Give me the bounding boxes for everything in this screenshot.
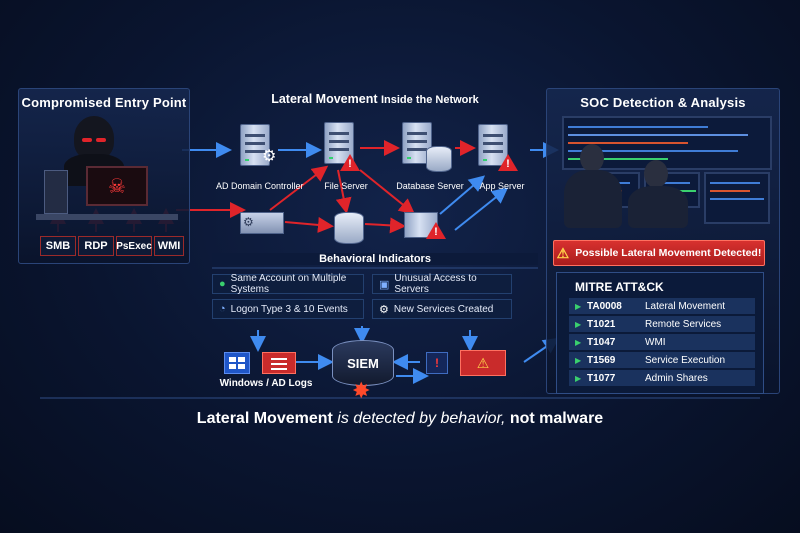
arrow-icon: ▶ <box>575 337 582 347</box>
skull-icon: ☠ <box>108 175 126 198</box>
tower-pc-icon <box>44 170 68 214</box>
mitre-row: ▶ T1077 Admin Shares <box>569 370 755 386</box>
alert-text: Possible Lateral Movement Detected! <box>575 247 762 259</box>
mitre-row: ▶ TA0008 Lateral Movement <box>569 298 755 314</box>
gear-icon: ⚙ <box>379 303 389 316</box>
workstation-icon: ⚙ <box>240 212 284 234</box>
arrow-icon: ▶ <box>575 355 582 365</box>
indicator-label: New Services Created <box>393 303 494 315</box>
attacker-monitor-icon: ☠ <box>86 166 148 206</box>
mitre-id: T1569 <box>587 354 616 366</box>
mitre-name: Admin Shares <box>645 372 708 384</box>
ad-gear-icon: ⚙ <box>262 148 277 165</box>
log-list-icon <box>262 352 296 374</box>
mitre-id: T1077 <box>587 372 616 384</box>
protocol-badge-psexec: PsExec <box>116 236 152 256</box>
warning-triangle-icon: ⚠ <box>476 354 490 371</box>
access-icon: ▣ <box>379 278 390 291</box>
indicator-label: Logon Type 3 & 10 Events <box>230 303 348 315</box>
alert-warning-box: ⚠ <box>460 350 506 376</box>
indicator-label: Unusual Access to Servers <box>394 273 477 295</box>
mitre-title: MITRE ATT&CK <box>575 280 664 294</box>
siem-database-icon: SIEM <box>332 340 394 386</box>
alert-small-box: ! <box>426 352 448 374</box>
arrow-icon: ▶ <box>575 319 582 329</box>
mitre-name: Remote Services <box>645 318 722 330</box>
entry-point-title: Compromised Entry Point <box>21 95 187 110</box>
protocol-badge-wmi: WMI <box>154 236 184 256</box>
mitre-row: ▶ T1021 Remote Services <box>569 316 755 332</box>
soc-title: SOC Detection & Analysis <box>580 95 746 110</box>
database-icon <box>426 146 452 172</box>
footer-part2: is detected by behavior, <box>332 410 510 427</box>
indicator-same-account: ● Same Account on Multiple Systems <box>212 273 364 295</box>
indicator-logon-type: ◔ Logon Type 3 & 10 Events <box>212 299 364 319</box>
mitre-row: ▶ T1569 Service Execution <box>569 352 755 368</box>
analyst-2-head <box>644 160 668 188</box>
protocol-badge-rdp: RDP <box>78 236 114 256</box>
siem-label: SIEM <box>347 355 379 371</box>
mitre-name: Service Execution <box>645 354 726 366</box>
burst-icon: ✸ <box>352 378 371 403</box>
indicator-label: Same Account on Multiple Systems <box>230 273 347 295</box>
mitre-id: T1021 <box>587 318 616 330</box>
workstation-gear-icon: ⚙ <box>243 215 254 229</box>
ad-server-icon <box>240 124 270 166</box>
indicator-unusual-access: ▣ Unusual Access to Servers <box>372 273 512 295</box>
lower-server-warning-icon: ! <box>426 222 446 239</box>
file-server-label: File Server <box>324 181 368 191</box>
mitre-name: Lateral Movement <box>645 300 726 312</box>
mitre-row: ▶ T1047 WMI <box>569 334 755 350</box>
alert-warning-icon: ⚠ <box>556 244 570 261</box>
footer-tagline: Lateral Movement is detected by behavior… <box>0 410 800 428</box>
mitre-id: T1047 <box>587 336 616 348</box>
file-server-warning-icon: ! <box>340 154 360 171</box>
arrow-icon: ▶ <box>575 373 582 383</box>
analyst-2-body <box>628 186 688 228</box>
logs-label: Windows / AD Logs <box>219 378 313 389</box>
user-icon: ● <box>219 278 226 290</box>
protocol-badge-smb: SMB <box>40 236 76 256</box>
lateral-title: Lateral Movement Inside the Network <box>212 92 538 106</box>
footer-part3: not malware <box>509 410 604 427</box>
db-server-label: Database Server <box>396 181 464 191</box>
windows-icon <box>224 352 250 374</box>
indicator-new-services: ⚙ New Services Created <box>372 299 512 319</box>
mitre-panel: MITRE ATT&CK ▶ TA0008 Lateral Movement ▶… <box>556 272 764 394</box>
arrow-icon: ▶ <box>575 301 582 311</box>
analyst-1-body <box>564 170 622 228</box>
mitre-id: TA0008 <box>587 300 622 312</box>
lateral-title-main: Lateral Movement <box>271 92 378 106</box>
detection-alert: ⚠ Possible Lateral Movement Detected! <box>553 240 765 266</box>
app-server-warning-icon: ! <box>498 154 518 171</box>
app-server-label: App Server <box>479 181 525 191</box>
indicators-title: Behavioral Indicators <box>212 253 538 265</box>
clock-icon: ◔ <box>219 303 226 315</box>
mitre-name: WMI <box>645 336 666 348</box>
soc-monitor-right <box>704 172 770 224</box>
analyst-1-head <box>580 144 604 172</box>
ad-label: AD Domain Controller <box>216 181 304 191</box>
desk-icon <box>36 214 178 220</box>
footer-part1: Lateral Movement <box>196 410 333 427</box>
lateral-title-rest: Inside the Network <box>380 94 479 106</box>
database-icon-lower <box>334 212 364 244</box>
